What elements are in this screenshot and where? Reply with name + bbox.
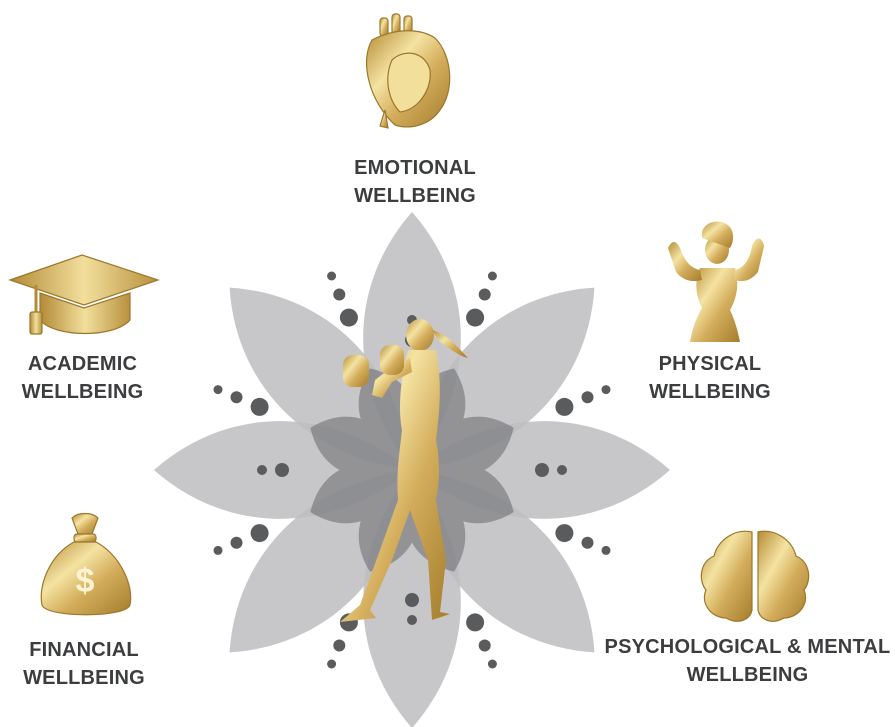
- decorative-dot: [535, 463, 549, 477]
- decorative-dot: [231, 537, 243, 549]
- brain-icon: [701, 531, 808, 621]
- academic-wellbeing-label: ACADEMIC WELLBEING: [0, 350, 165, 406]
- decorative-dot: [466, 613, 484, 631]
- decorative-dot: [251, 398, 269, 416]
- svg-text:$: $: [76, 562, 95, 600]
- decorative-dot: [479, 289, 491, 301]
- decorative-dot: [257, 465, 267, 475]
- physical-wellbeing-label: PHYSICAL WELLBEING: [625, 350, 795, 406]
- financial-wellbeing-label: FINANCIAL WELLBEING: [0, 636, 168, 692]
- anatomical-heart-icon: [367, 14, 450, 128]
- decorative-dot: [557, 465, 567, 475]
- physical-label-line2: WELLBEING: [625, 378, 795, 406]
- decorative-dot: [327, 660, 336, 669]
- physical-label-line1: PHYSICAL: [625, 350, 795, 378]
- decorative-dot: [555, 398, 573, 416]
- decorative-dot: [333, 289, 345, 301]
- financial-label-line1: FINANCIAL: [0, 636, 168, 664]
- decorative-dot: [582, 537, 594, 549]
- financial-label-line2: WELLBEING: [0, 664, 168, 692]
- decorative-dot: [405, 593, 419, 607]
- decorative-dot: [275, 463, 289, 477]
- emotional-label-line2: WELLBEING: [335, 182, 495, 210]
- decorative-dot: [333, 640, 345, 652]
- graduation-cap-icon: [10, 255, 158, 334]
- psychological-label-line1: PSYCHOLOGICAL & MENTAL: [600, 633, 895, 661]
- decorative-dot: [488, 272, 497, 281]
- decorative-dot: [327, 272, 336, 281]
- psychological-label-line2: WELLBEING: [600, 661, 895, 689]
- decorative-dot: [582, 391, 594, 403]
- decorative-dot: [488, 660, 497, 669]
- money-bag-icon: $: [41, 514, 130, 615]
- decorative-dot: [231, 391, 243, 403]
- decorative-dot: [407, 615, 417, 625]
- decorative-dot: [251, 524, 269, 542]
- emotional-label-line1: EMOTIONAL: [335, 154, 495, 182]
- decorative-dot: [479, 640, 491, 652]
- flexing-woman-icon: [668, 222, 764, 342]
- decorative-dot: [214, 385, 223, 394]
- decorative-dot: [555, 524, 573, 542]
- decorative-dot: [466, 309, 484, 327]
- academic-label-line1: ACADEMIC: [0, 350, 165, 378]
- academic-label-line2: WELLBEING: [0, 378, 165, 406]
- decorative-dot: [214, 546, 223, 555]
- decorative-dot: [602, 385, 611, 394]
- decorative-dot: [340, 309, 358, 327]
- psychological-mental-wellbeing-label: PSYCHOLOGICAL & MENTAL WELLBEING: [600, 633, 895, 689]
- emotional-wellbeing-label: EMOTIONAL WELLBEING: [335, 154, 495, 210]
- decorative-dot: [602, 546, 611, 555]
